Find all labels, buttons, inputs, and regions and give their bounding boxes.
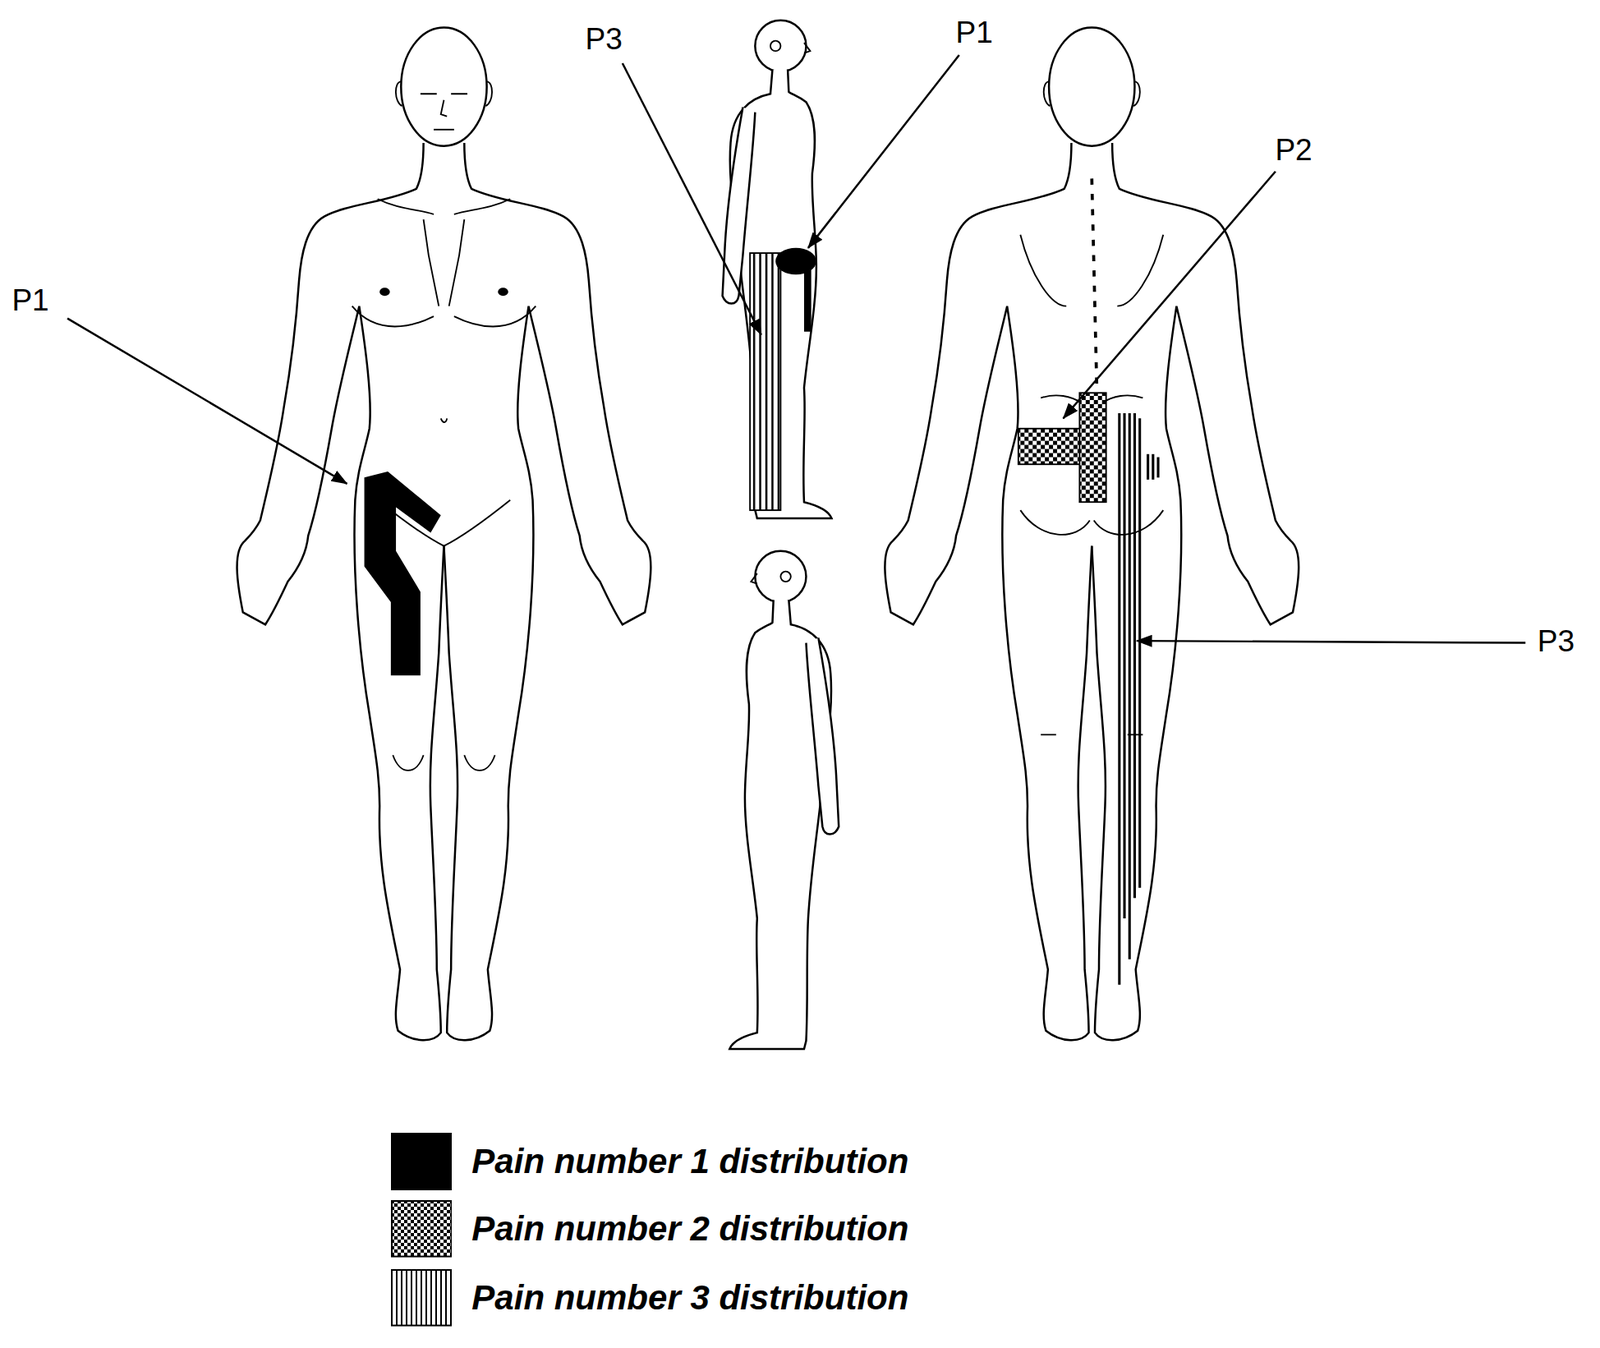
back-figure [884, 27, 1299, 1041]
callout-label: P1 [954, 15, 995, 51]
side-figure-bottom [729, 551, 839, 1049]
pain-3-region [749, 252, 781, 511]
head [400, 27, 487, 147]
back-body-left [884, 142, 1092, 1040]
side-body [729, 551, 839, 1049]
front-figure [237, 27, 652, 1041]
pain-1-region [804, 266, 812, 332]
pain-2-region [1079, 392, 1106, 502]
side-figure-top [722, 20, 833, 519]
legend-swatch-fill [391, 1269, 452, 1326]
nipple [379, 287, 390, 296]
pain-1-region [364, 471, 442, 676]
callout-label: P2 [1273, 133, 1314, 169]
back-details [1020, 81, 1164, 735]
legend-row: Pain number 3 distribution [390, 1268, 910, 1327]
legend-swatch-fill [391, 1200, 452, 1257]
pain-3-region [1119, 413, 1159, 985]
nipple [497, 287, 508, 296]
legend-swatch [390, 1200, 453, 1258]
leader-lines [67, 55, 1526, 644]
leader-line [622, 63, 762, 335]
legend-text: Pain number 3 distribution [471, 1278, 909, 1318]
pain-2-region [1018, 428, 1082, 465]
front-body-left [237, 142, 445, 1040]
front-body-right [443, 142, 651, 1040]
head [1048, 27, 1135, 147]
legend-swatch [390, 1132, 453, 1191]
legend-swatch [390, 1268, 453, 1327]
front-details [352, 81, 537, 771]
back-body-right [1091, 142, 1299, 1040]
callout-label: P3 [583, 22, 625, 58]
leader-line [1062, 171, 1275, 419]
leader-line [808, 55, 960, 249]
legend-row: Pain number 2 distribution [390, 1200, 910, 1258]
callout-label: P3 [1535, 624, 1577, 660]
leader-line [1136, 640, 1526, 643]
legend-row: Pain number 1 distribution [390, 1132, 910, 1191]
legend-text: Pain number 2 distribution [471, 1209, 909, 1249]
callout-label: P1 [9, 283, 51, 319]
legend-text: Pain number 1 distribution [471, 1141, 909, 1182]
leader-line [67, 318, 347, 484]
side-body [722, 20, 833, 519]
